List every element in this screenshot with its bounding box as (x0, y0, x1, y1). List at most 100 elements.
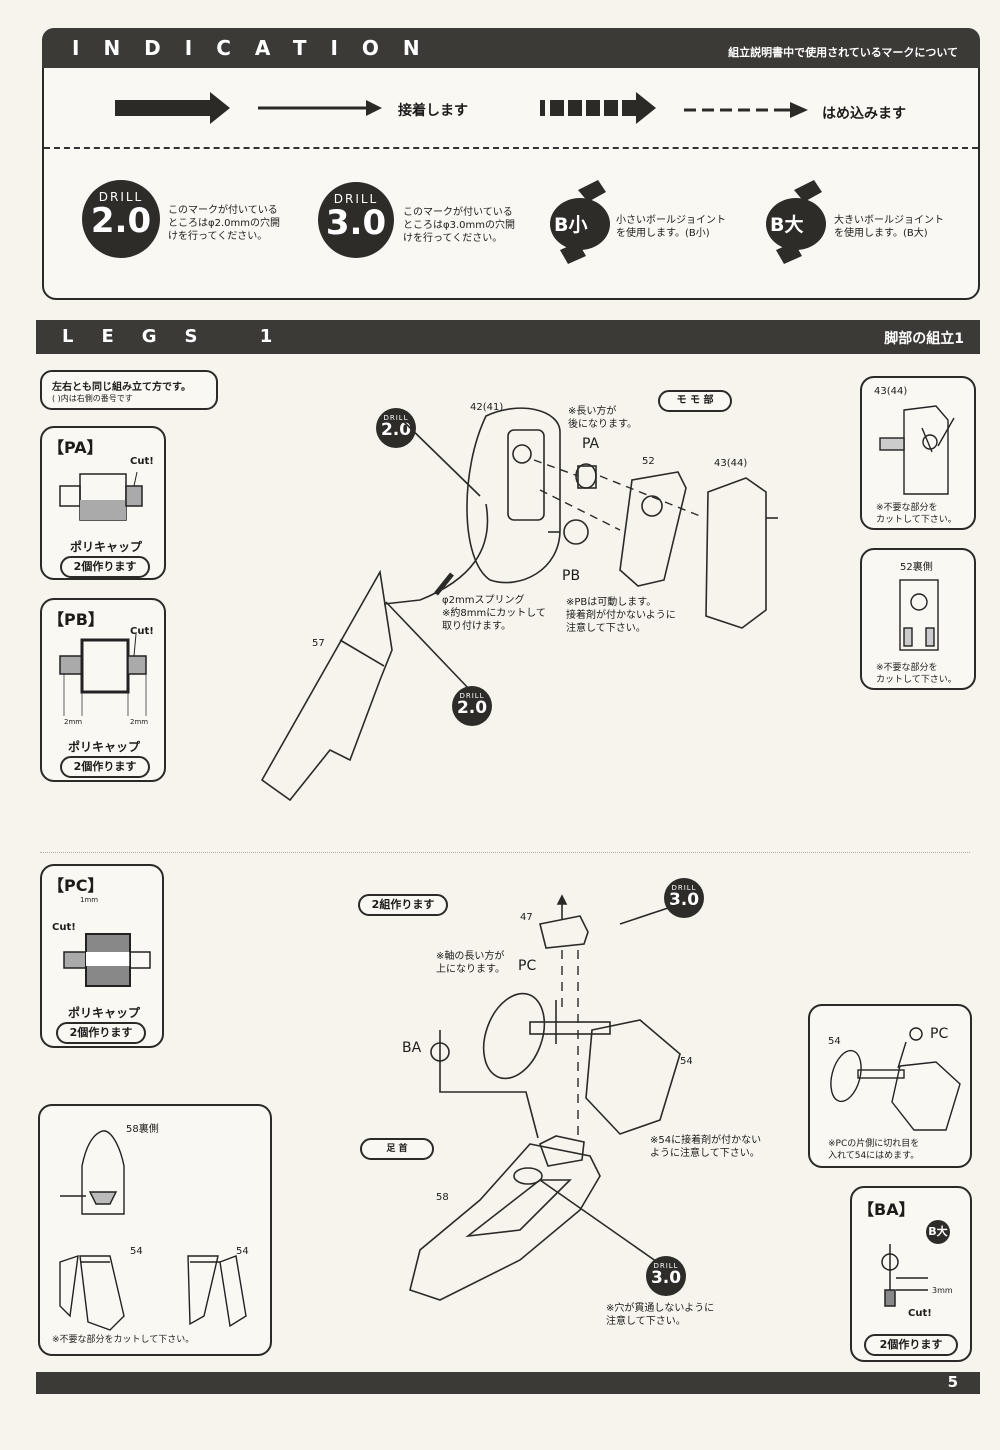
part-52-shape (619, 471, 687, 587)
indication-title: INDICATION (72, 36, 444, 60)
note-line: 取り付けます。 (442, 621, 511, 632)
drill-2-0-icon: DRILL 2.0 (82, 180, 160, 258)
part-54-shape (585, 1019, 681, 1135)
note-line: ※約8mmにカットして (442, 608, 546, 619)
note-line: カットして下さい。 (876, 515, 957, 525)
part-43-shape (705, 477, 767, 629)
part-42-label: 42(41) (470, 402, 504, 413)
ba-cut-label: Cut! (908, 1308, 932, 1319)
no-glue-note: ※54に接着剤が付かない ように注意して下さい。 (650, 1134, 761, 1160)
box58-note: ※不要な部分をカットして下さい。 (52, 1335, 195, 1345)
solid-thick-arrow-icon (115, 92, 230, 124)
part-54-label: 54 (680, 1056, 693, 1067)
note-line: ※軸の長い方が (436, 951, 505, 962)
pc-title: 【PC】 (48, 876, 104, 895)
part-58-detail-drawing (59, 1130, 247, 1331)
pb-polycap-diagram (59, 633, 147, 716)
pa-cut-label: Cut! (130, 456, 154, 467)
note-line: φ2mmスプリング (442, 595, 525, 606)
axis-note: ※軸の長い方が 上になります。 (436, 950, 505, 976)
box54-note: ※PCの片側に切れ目を 入れて54にはめます。 (828, 1138, 919, 1162)
foot-assembly-diagram (409, 894, 681, 1301)
pb-dim-right: 2mm (130, 718, 149, 726)
thigh-label: モ モ 部 (658, 390, 732, 412)
indication-divider (44, 147, 978, 149)
indication-panel (42, 28, 980, 300)
box43-note: ※不要な部分を カットして下さい。 (876, 502, 957, 526)
desc-line: 大きいボールジョイント (834, 215, 944, 226)
part-57-label: 57 (312, 638, 325, 649)
drill-value: 2.0 (456, 698, 488, 718)
note-line: ※PBは可動します。 (566, 597, 657, 608)
b-large-desc: 大きいボールジョイント を使用します。(B大) (834, 214, 974, 240)
ba-count: 2個作ります (864, 1334, 958, 1356)
note-line-2: ( )内は右側の番号です (52, 394, 133, 403)
part-47-label: 47 (520, 912, 533, 923)
box-54-pc-detail: 54 PC ※PCの片側に切れ目を 入れて54にはめます。 (808, 1004, 972, 1168)
pb-label: PB (562, 568, 581, 584)
dashed-thick-arrow-icon (540, 92, 656, 124)
ba-part-drawing (881, 1244, 928, 1307)
part-54-pc-drawing (830, 1027, 961, 1131)
drill-value: 2.0 (90, 201, 152, 241)
part-47-shape (539, 915, 589, 949)
pc-dim: 1mm (80, 896, 99, 904)
b-small-mark: B小 (554, 214, 588, 236)
drill-word: DRILL (333, 192, 379, 206)
drill-word: DRILL (383, 414, 409, 422)
box-43-detail: 43(44) ※不要な部分を カットして下さい。 (860, 376, 976, 530)
drill-3-0-icon: DRILL 3.0 (318, 182, 394, 258)
drill-3-0-icon: DRILL 3.0 (664, 878, 704, 918)
drill-3-0-icon: DRILL 3.0 (646, 1256, 686, 1296)
legs-title: LEGS 1 (62, 326, 301, 347)
indication-subtitle: 組立説明書中で使用されているマークについて (728, 46, 958, 59)
note-line: 入れて54にはめます。 (828, 1151, 920, 1161)
note-line: 注意して下さい。 (606, 1316, 686, 1327)
box43-title: 43(44) (874, 386, 908, 397)
box54-pc-label: PC (930, 1026, 949, 1042)
part-52-label: 52 (642, 456, 655, 467)
pa-polycap-diagram (59, 471, 143, 521)
note-line: ※穴が貫通しないように (606, 1303, 715, 1314)
pa-name: ポリキャップ (70, 540, 143, 554)
pc-count: 2個作ります (56, 1022, 146, 1044)
pb-box: 【PB】 Cut! 2mm 2mm ポリキャップ 2個作ります (40, 598, 166, 782)
b-large-mark: B大 (770, 214, 804, 236)
part-57-shape (260, 569, 393, 802)
part-42-shape (466, 407, 561, 584)
ba-title: 【BA】 (858, 1200, 915, 1219)
drill-2-0-desc: このマークが付いている ところはφ2.0mmの穴開 けを行ってください。 (168, 204, 298, 243)
drill-2-0-icon: DRILL 2.0 (452, 686, 492, 726)
glue-label: 接着します (398, 103, 468, 119)
desc-line: を使用します。(B小) (616, 228, 710, 239)
pb-count: 2個作ります (60, 756, 150, 778)
box58-part-54b: 54 (236, 1246, 249, 1257)
box-52-detail: 52裏側 ※不要な部分を カットして下さい。 (860, 548, 976, 690)
note-line: ※54に接着剤が付かない (650, 1135, 762, 1146)
drill-value: 3.0 (650, 1268, 682, 1288)
box52-note: ※不要な部分を カットして下さい。 (876, 662, 957, 686)
part-52-detail-drawing (899, 579, 939, 651)
section-separator (40, 852, 970, 853)
pc-label: PC (518, 958, 537, 974)
desc-line: このマークが付いている (168, 205, 278, 216)
thigh-assembly-diagram (260, 407, 778, 802)
drill-word: DRILL (459, 692, 485, 700)
ba-label: BA (402, 1040, 422, 1056)
fit-label: はめ込みます (822, 106, 906, 122)
note-line: 上になります。 (436, 964, 505, 975)
desc-line: けを行ってください。 (403, 233, 503, 244)
note-line: 接着剤が付かないように (566, 610, 676, 621)
part-43-label: 43(44) (714, 458, 748, 469)
desc-line: を使用します。(B大) (834, 228, 928, 239)
pb-name: ポリキャップ (68, 740, 141, 754)
spring-note: φ2mmスプリング ※約8mmにカットして 取り付けます。 (442, 594, 546, 633)
pa-box: 【PA】 Cut! ポリキャップ 2個作ります (40, 426, 166, 580)
pa-label: PA (582, 436, 600, 452)
desc-line: ところはφ2.0mmの穴開 (168, 218, 280, 229)
ball-joint-small-icon (550, 180, 610, 264)
drill-value: 3.0 (325, 203, 387, 243)
box52-title: 52裏側 (900, 562, 933, 573)
ba-mark-icon: B大 (926, 1220, 950, 1244)
note-line-1: 左右とも同じ組み立て方です。 (52, 382, 191, 393)
